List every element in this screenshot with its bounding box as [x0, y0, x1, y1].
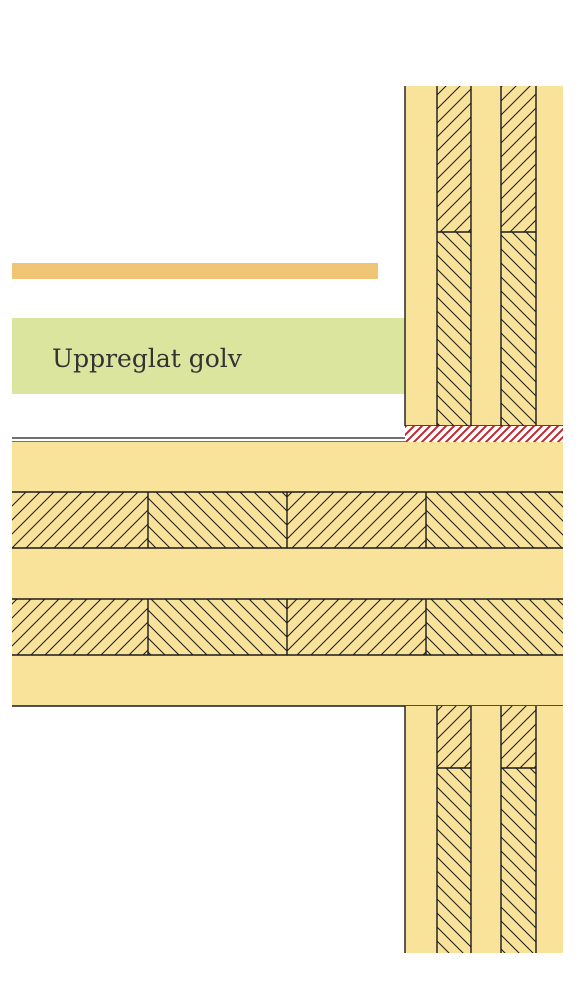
raised-floor-label: Uppreglat golv	[52, 344, 243, 373]
acoustic-bearing-strip	[405, 426, 563, 442]
clt-floor-slab	[12, 442, 563, 707]
lower-clt-wall	[404, 706, 563, 953]
upper-clt-wall	[404, 86, 563, 427]
floor-surface-strip	[12, 263, 378, 279]
raised-floor-layer	[12, 318, 405, 394]
